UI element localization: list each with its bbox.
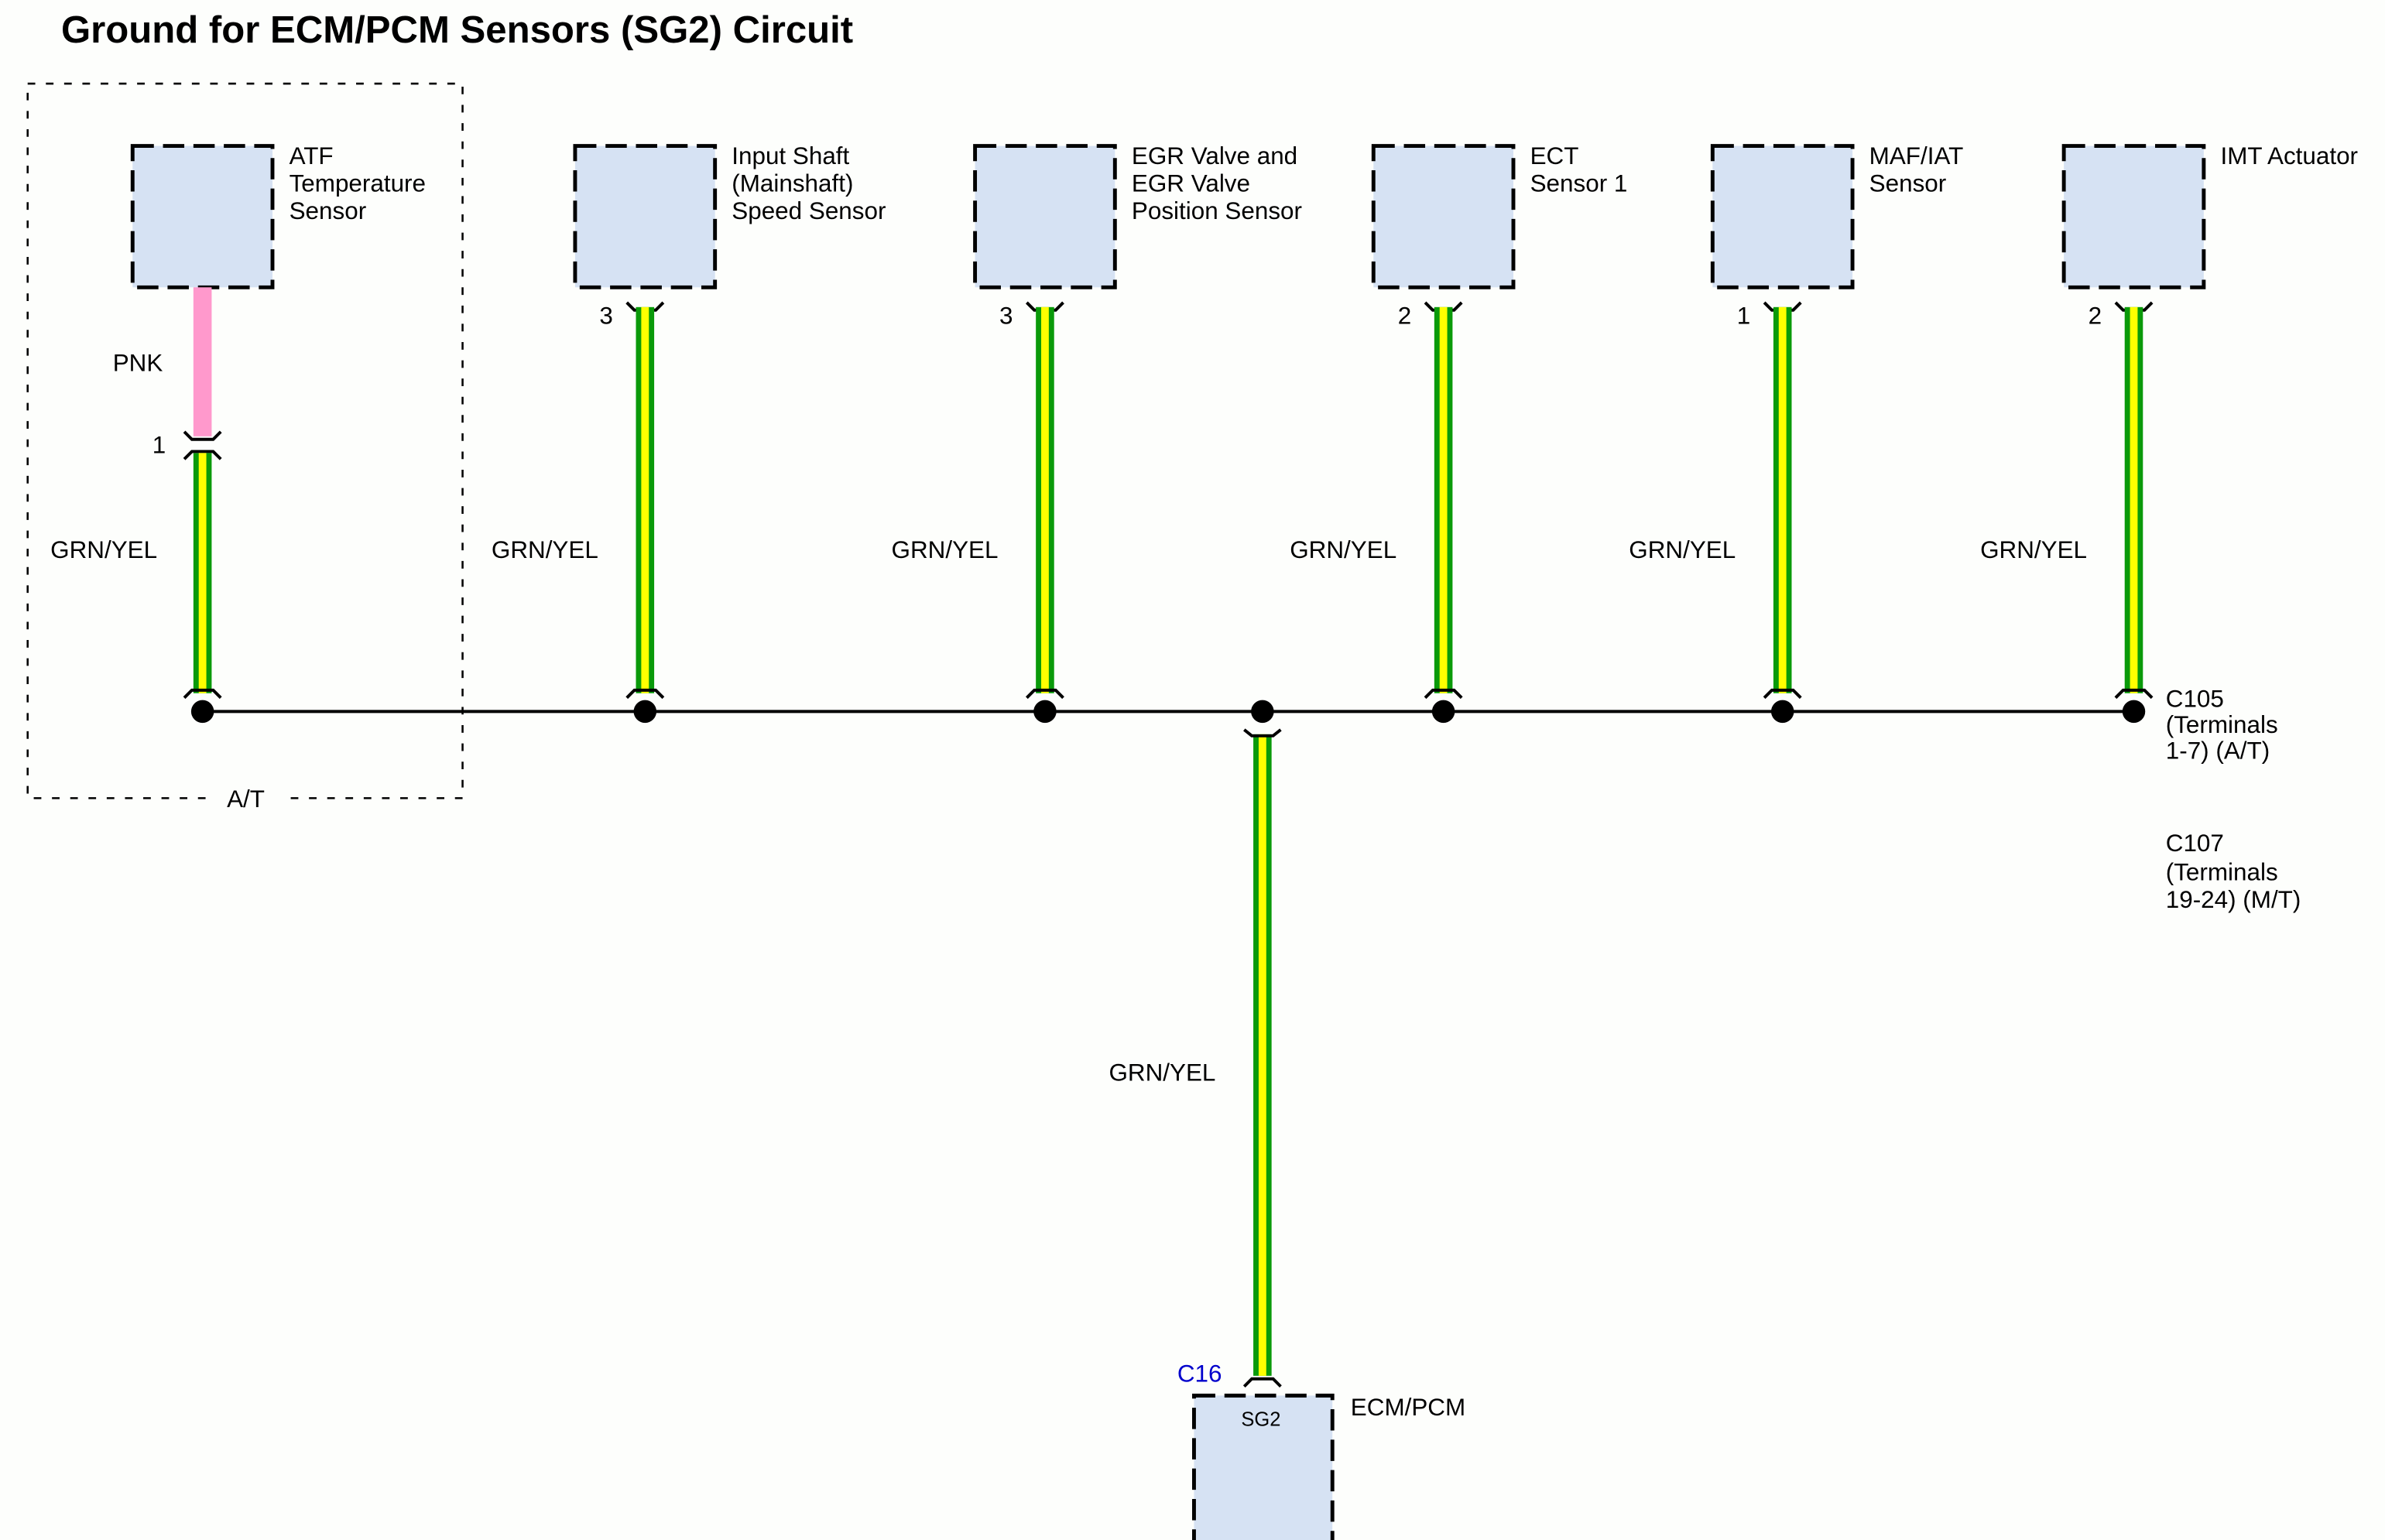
splice-point bbox=[1251, 700, 1274, 724]
atf-temperature-sensor-pin-number: 1 bbox=[152, 431, 166, 458]
c107-label: C107 (Terminals 19-24) (M/T) bbox=[2166, 830, 2301, 913]
egr-valve-position-sensor-label-line: EGR Valve and bbox=[1132, 142, 1297, 169]
input-shaft-speed-sensor-label-line: Speed Sensor bbox=[732, 197, 886, 224]
input-shaft-speed-sensor-wire-color-label: GRN/YEL bbox=[492, 536, 598, 563]
maf-iat-sensor-wire-color-label: GRN/YEL bbox=[1629, 536, 1736, 563]
maf-iat-sensor-bus-connector bbox=[1763, 688, 1802, 700]
egr-valve-position-sensor-bus-connector bbox=[1025, 688, 1064, 700]
imt-actuator-wire-color-label: GRN/YEL bbox=[1980, 536, 2087, 563]
egr-valve-position-sensor-label-line: EGR Valve bbox=[1132, 170, 1250, 197]
inline-connector-lower bbox=[183, 450, 222, 460]
imt-actuator-junction-dot bbox=[2122, 700, 2146, 724]
at-group-box: A/T bbox=[26, 82, 464, 813]
atf-temperature-sensor-pink-wire[interactable] bbox=[193, 287, 212, 436]
ect-sensor-1-box[interactable] bbox=[1371, 144, 1516, 289]
c16-connector bbox=[1242, 1377, 1282, 1388]
ect-sensor-1-ground-wire[interactable] bbox=[1434, 306, 1453, 693]
atf-temperature-sensor-ground-wire[interactable] bbox=[193, 453, 212, 693]
maf-iat-sensor-junction-dot bbox=[1770, 700, 1794, 724]
egr-valve-position-sensor-ground-wire[interactable] bbox=[1036, 306, 1054, 693]
trunk-wire-color-label: GRN/YEL bbox=[1109, 1059, 1215, 1087]
ecm-pcm-module[interactable] bbox=[1192, 1393, 1335, 1540]
input-shaft-speed-sensor-label-line: Input Shaft bbox=[732, 142, 849, 169]
ect-sensor-1-junction-dot bbox=[1431, 700, 1455, 724]
imt-actuator-bus-connector bbox=[2114, 688, 2154, 700]
atf-temperature-sensor-label-line: Temperature bbox=[290, 170, 426, 197]
c105-label: C105 (Terminals 1-7) (A/T) bbox=[2166, 685, 2278, 764]
input-shaft-speed-sensor-box[interactable] bbox=[573, 144, 718, 289]
imt-actuator-ground-wire[interactable] bbox=[2124, 306, 2143, 693]
diagram-title: Ground for ECM/PCM Sensors (SG2) Circuit bbox=[61, 9, 853, 51]
c16-connector-label: C16 bbox=[1177, 1360, 1222, 1388]
imt-actuator-label-line: IMT Actuator bbox=[2220, 142, 2358, 169]
c107-line-2: (Terminals bbox=[2166, 858, 2278, 885]
inline-connector-upper bbox=[183, 430, 222, 441]
input-shaft-speed-sensor-label-line: (Mainshaft) bbox=[732, 170, 853, 197]
egr-valve-position-sensor-wire-color-label: GRN/YEL bbox=[892, 536, 999, 563]
imt-actuator-pin-number: 2 bbox=[2089, 302, 2102, 329]
egr-valve-position-sensor-junction-dot bbox=[1033, 700, 1057, 724]
ect-sensor-1-bus-connector bbox=[1424, 688, 1463, 700]
input-shaft-speed-sensor-junction-dot bbox=[633, 700, 657, 724]
atf-temperature-sensor-label-line: ATF bbox=[290, 142, 334, 169]
sg2-pin-label: SG2 bbox=[1241, 1409, 1280, 1431]
egr-valve-position-sensor-box[interactable] bbox=[973, 144, 1117, 289]
ect-sensor-1-wire-color-label: GRN/YEL bbox=[1290, 536, 1396, 563]
maf-iat-sensor-box[interactable] bbox=[1710, 144, 1855, 289]
ecm-pcm-label: ECM/PCM bbox=[1351, 1394, 1465, 1421]
atf-temperature-sensor-wire-color-label: GRN/YEL bbox=[50, 536, 157, 563]
maf-iat-sensor-pin-number: 1 bbox=[1737, 302, 1750, 329]
atf-temperature-sensor-bus-connector bbox=[183, 688, 222, 700]
trunk-top-connector bbox=[1243, 728, 1282, 737]
imt-actuator-box[interactable] bbox=[2061, 144, 2206, 289]
input-shaft-speed-sensor-ground-wire[interactable] bbox=[636, 306, 655, 693]
atf-temperature-sensor-junction-dot bbox=[190, 700, 214, 724]
maf-iat-sensor-label-line: MAF/IAT bbox=[1869, 142, 1964, 169]
c105-line-3: 1-7) (A/T) bbox=[2166, 737, 2270, 764]
c107-line-3: 19-24) (M/T) bbox=[2166, 886, 2301, 913]
component-input-shaft-speed-sensor: Input Shaft(Mainshaft)Speed Sensor 3GRN/Y… bbox=[492, 142, 886, 724]
atf-temperature-sensor-label-line: Sensor bbox=[290, 197, 367, 224]
maf-iat-sensor-ground-wire[interactable] bbox=[1773, 306, 1792, 693]
egr-valve-position-sensor-pin-number: 3 bbox=[999, 302, 1013, 329]
c107-line-1: C107 bbox=[2166, 830, 2224, 857]
c105-line-1: C105 bbox=[2166, 685, 2224, 712]
atf-temperature-sensor-box[interactable] bbox=[130, 144, 275, 289]
pnk-wire-color-label: PNK bbox=[113, 349, 163, 376]
ect-sensor-1-label-line: ECT bbox=[1530, 142, 1579, 169]
trunk-wire[interactable] bbox=[1253, 734, 1272, 1376]
input-shaft-speed-sensor-pin-number: 3 bbox=[599, 302, 612, 329]
ect-sensor-1-label-line: Sensor 1 bbox=[1530, 170, 1628, 197]
input-shaft-speed-sensor-bus-connector bbox=[625, 688, 665, 700]
maf-iat-sensor-label-line: Sensor bbox=[1869, 170, 1947, 197]
c105-line-2: (Terminals bbox=[2166, 711, 2278, 738]
egr-valve-position-sensor-label-line: Position Sensor bbox=[1132, 197, 1302, 224]
at-group-label: A/T bbox=[227, 785, 265, 813]
ect-sensor-1-pin-number: 2 bbox=[1398, 302, 1411, 329]
